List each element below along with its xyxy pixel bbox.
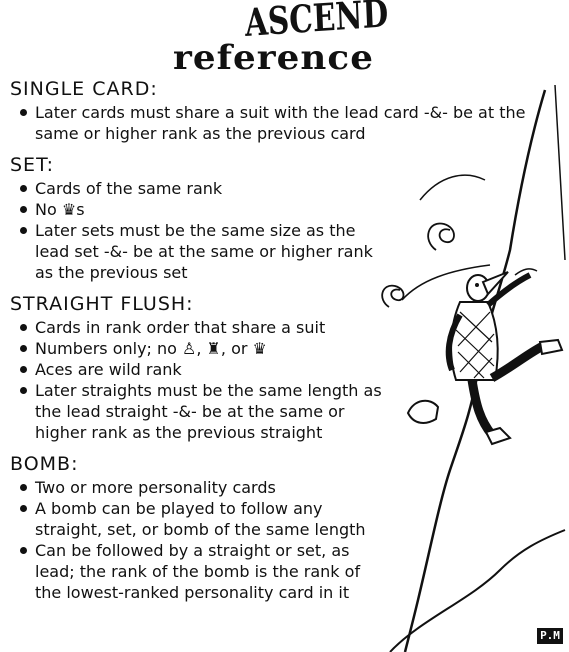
section-heading: BOMB:	[10, 453, 79, 475]
rule-item: A bomb can be played to follow any strai…	[0, 498, 375, 540]
climber-arm-down	[445, 313, 463, 372]
rule-item: Cards in rank order that share a suit	[0, 317, 395, 338]
climber-arm-up	[486, 272, 532, 308]
climber-illustration	[381, 84, 566, 652]
cliff-edge-right	[554, 84, 566, 261]
rule-item: No ♛s	[0, 199, 375, 220]
climber-leg-right	[489, 340, 548, 382]
rule-list: Two or more personality cards A bomb can…	[0, 477, 560, 603]
falling-hat	[406, 399, 440, 424]
rule-list: Cards of the same rank No ♛s Later sets …	[0, 178, 560, 283]
climber-eye	[475, 283, 479, 287]
wind-line	[419, 174, 486, 201]
climber-boot	[484, 426, 512, 446]
rule-list: Later cards must share a suit with the l…	[0, 102, 560, 144]
wind-swirl	[427, 222, 455, 251]
title-block: ASCEND reference	[0, 0, 569, 80]
section-single-card: SINGLE CARD: Later cards must share a su…	[0, 78, 560, 144]
rules-content: SINGLE CARD: Later cards must share a su…	[0, 78, 560, 613]
section-heading: SINGLE CARD:	[10, 78, 158, 100]
section-set: SET: Cards of the same rank No ♛s Later …	[0, 154, 560, 283]
wind-swirl	[381, 284, 405, 308]
section-heading: SET:	[10, 154, 54, 176]
rule-item: Can be followed by a straight or set, as…	[0, 540, 375, 603]
climber-leg-left	[467, 379, 496, 438]
publisher-logo: P.M	[537, 628, 563, 644]
wind-line	[514, 268, 538, 276]
climber-beak	[481, 271, 509, 296]
rule-item: Later sets must be the same size as the …	[0, 220, 375, 283]
subtitle: reference	[173, 38, 374, 78]
rule-item: Numbers only; no ♙, ♜, or ♛	[0, 338, 395, 359]
section-heading: STRAIGHT FLUSH:	[10, 293, 194, 315]
rule-item: Two or more personality cards	[0, 477, 375, 498]
rule-item: Later straights must be the same length …	[0, 380, 395, 443]
rule-item: Aces are wild rank	[0, 359, 395, 380]
wind-swirl	[401, 264, 491, 301]
cliff-edge-lower	[389, 529, 566, 652]
rule-item: Cards of the same rank	[0, 178, 375, 199]
rule-item: Later cards must share a suit with the l…	[0, 102, 540, 144]
section-bomb: BOMB: Two or more personality cards A bo…	[0, 453, 560, 603]
climber-boot	[538, 338, 564, 356]
rule-list: Cards in rank order that share a suit Nu…	[0, 317, 560, 443]
torso-pattern	[455, 311, 495, 379]
section-straight-flush: STRAIGHT FLUSH: Cards in rank order that…	[0, 293, 560, 443]
